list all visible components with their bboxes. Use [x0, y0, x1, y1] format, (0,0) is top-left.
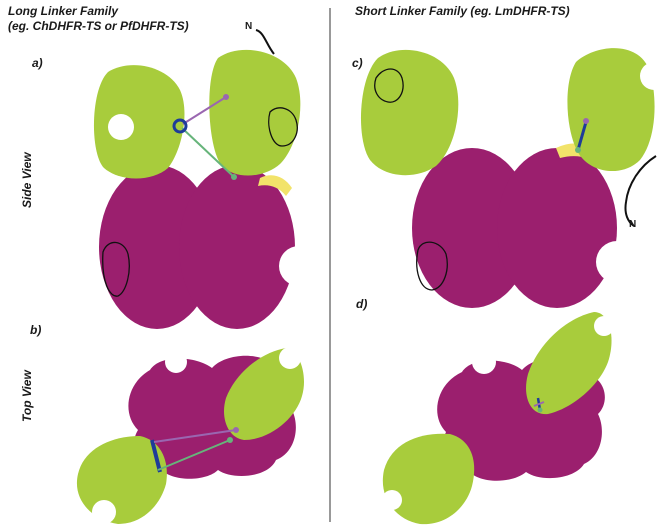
panel-label-a: a) [32, 56, 43, 70]
panel-d-dhfr-left [382, 434, 474, 524]
header-short-linker: Short Linker Family (eg. LmDHFR-TS) [355, 4, 570, 19]
side-view-label: Side View [20, 152, 34, 208]
panel-a-ts-dimer [99, 165, 295, 329]
panel-c-ts-dimer [412, 148, 617, 308]
panel-label-d: d) [356, 297, 367, 311]
panel-label-c: c) [352, 56, 363, 70]
panel-c-linker-top-end [583, 118, 589, 124]
panel-a-n-terminus-label: N [245, 21, 252, 32]
panel-a-dhfr-left [94, 65, 185, 178]
panel-c-linker-bottom-end [575, 147, 581, 153]
panel-a-linker-purple-end [223, 94, 229, 100]
panel-a-ts-pocket [279, 246, 319, 286]
header-long-linker: Long Linker Family [8, 4, 118, 19]
panel-c-dhfr-right [567, 48, 658, 171]
header-long-linker-examples: (eg. ChDHFR-TS or PfDHFR-TS) [8, 19, 189, 34]
panel-a-linker-green-end [231, 174, 237, 180]
panel-b-linker-purple-end [233, 427, 239, 433]
panel-d-ts-pocket [472, 350, 496, 374]
panel-c-ts-pocket [596, 241, 638, 283]
panel-a-n-terminus-tail [256, 30, 274, 54]
panel-label-b: b) [30, 323, 41, 337]
panel-b-ts-pocket [165, 351, 187, 373]
panel-c-n-terminus-label: N [629, 219, 636, 230]
panel-b-linker-green-end [227, 437, 233, 443]
panel-a-dhfr-right [209, 50, 300, 176]
panel-c-dhfr-left [361, 50, 458, 175]
panel-d-linker-green-end [538, 408, 543, 413]
top-view-label: Top View [20, 370, 34, 422]
